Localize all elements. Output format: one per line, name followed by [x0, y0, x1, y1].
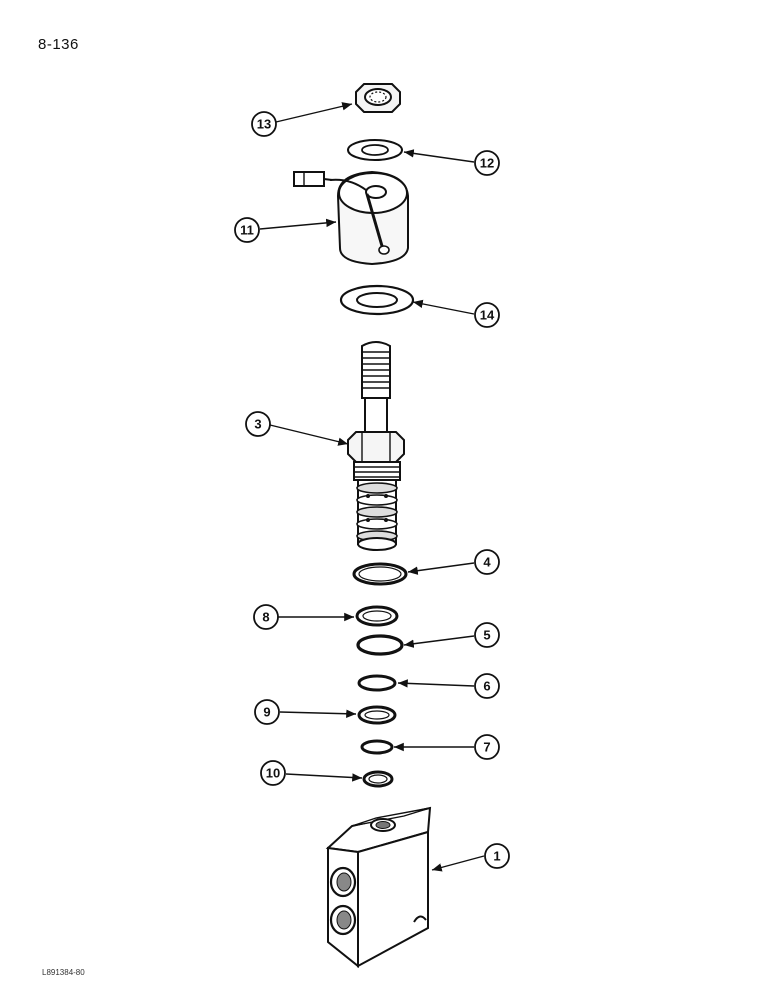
callout-4: 4	[474, 549, 500, 575]
valve-cartridge-part	[347, 341, 405, 551]
page-number: 8-136	[38, 36, 79, 53]
callout-13: 13	[251, 111, 277, 137]
callout-14-label: 14	[480, 308, 495, 323]
callout-7-label: 7	[483, 740, 490, 755]
callout-1: 1	[484, 843, 510, 869]
callout-3: 3	[245, 411, 271, 437]
callout-3-label: 3	[254, 417, 261, 432]
hex-nut-part	[355, 83, 401, 113]
callout-12-label: 12	[480, 156, 494, 171]
o-ring-part-6	[357, 674, 397, 692]
leader-lines	[259, 102, 485, 872]
callout-11-label: 11	[240, 223, 254, 238]
callout-1-label: 1	[493, 849, 500, 864]
o-ring-part-7	[360, 739, 394, 755]
callout-11: 11	[234, 217, 260, 243]
callout-4-label: 4	[483, 555, 491, 570]
washer-part	[347, 139, 403, 161]
callout-8-label: 8	[262, 610, 269, 625]
callout-9-label: 9	[263, 705, 270, 720]
callout-10-label: 10	[266, 766, 280, 781]
callout-12: 12	[474, 150, 500, 176]
callout-8: 8	[253, 604, 279, 630]
callout-13-label: 13	[257, 117, 271, 132]
callout-6: 6	[474, 673, 500, 699]
figure-code: L891384-80	[42, 968, 85, 977]
valve-body-part	[325, 806, 432, 969]
solenoid-coil-part	[293, 170, 409, 266]
o-ring-part-4	[352, 562, 408, 586]
callout-5-label: 5	[483, 628, 490, 643]
backup-ring-part-9	[357, 705, 397, 725]
callout-7: 7	[474, 734, 500, 760]
callout-14: 14	[474, 302, 500, 328]
callout-5: 5	[474, 622, 500, 648]
o-ring-part-5	[356, 634, 404, 656]
callout-10: 10	[260, 760, 286, 786]
large-washer-part	[339, 284, 415, 316]
callout-9: 9	[254, 699, 280, 725]
backup-ring-part-10	[362, 770, 394, 788]
callout-6-label: 6	[483, 679, 490, 694]
backup-ring-part-8	[355, 605, 399, 627]
